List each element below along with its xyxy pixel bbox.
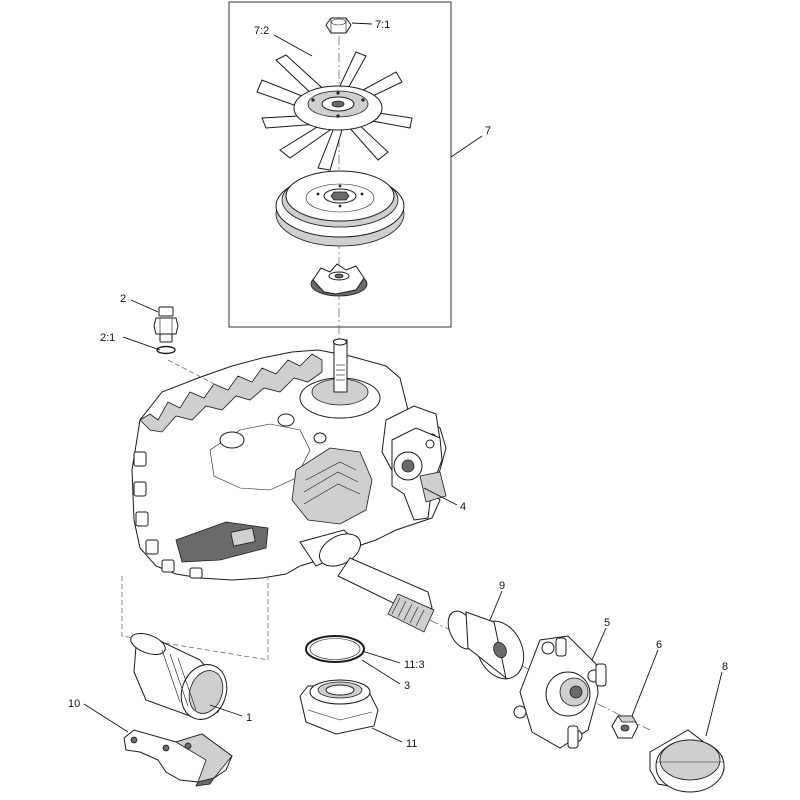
callout-3: 3 [404, 680, 410, 692]
callout-2: 2 [120, 293, 126, 305]
pulley-hub-part [310, 263, 368, 297]
fitting-o-ring-part [156, 345, 176, 355]
leader-11 [371, 727, 403, 743]
leader-8 [705, 671, 723, 737]
fan-assembly-frame [228, 1, 452, 328]
leader-9 [489, 590, 503, 621]
fan-nut-part [325, 17, 352, 34]
callout-6: 6 [656, 639, 662, 651]
filter-adapter-part [299, 679, 379, 735]
hydraulic-fitting-part [153, 306, 179, 343]
leader-2 [130, 299, 159, 313]
filter-hidden-lines [121, 576, 269, 661]
callout-5: 5 [604, 617, 610, 629]
callout-7: 7 [485, 125, 491, 137]
axle-seal-part [447, 610, 525, 680]
leader-5 [591, 627, 607, 661]
callout-1: 1 [246, 712, 252, 724]
callout-2-1: 2:1 [100, 332, 115, 344]
leader-3 [361, 659, 401, 685]
axle-shaft-part [299, 529, 435, 633]
callout-11: 11 [406, 738, 417, 750]
leader-11-3 [361, 650, 401, 664]
leader-7 [450, 135, 483, 158]
leader-7-2 [273, 34, 313, 57]
callout-9: 9 [499, 580, 505, 592]
wheel-hub-part [513, 635, 607, 749]
callout-7-2: 7:2 [254, 25, 269, 37]
filter-bracket-part [123, 729, 233, 787]
callout-10: 10 [68, 698, 80, 710]
adapter-o-ring-part [305, 635, 365, 663]
cooling-fan-part [256, 51, 413, 171]
control-lever-part [391, 427, 447, 521]
fitting-hidden-line [167, 359, 223, 389]
leader-2-1 [122, 336, 161, 351]
callout-4: 4 [460, 501, 466, 513]
hub-cap-part [649, 729, 725, 793]
callout-11-3: 11:3 [404, 659, 425, 671]
callout-8: 8 [722, 661, 728, 673]
transaxle-housing-part [131, 338, 447, 581]
callout-7-1: 7:1 [375, 19, 390, 31]
leader-4 [423, 487, 458, 506]
leader-10 [83, 703, 129, 733]
leader-1 [209, 704, 243, 717]
leader-6 [631, 649, 659, 717]
drive-pulley-part [275, 170, 405, 247]
oil-filter-part [130, 633, 228, 720]
leader-7-1 [351, 22, 373, 25]
lug-nut-part [611, 715, 639, 739]
